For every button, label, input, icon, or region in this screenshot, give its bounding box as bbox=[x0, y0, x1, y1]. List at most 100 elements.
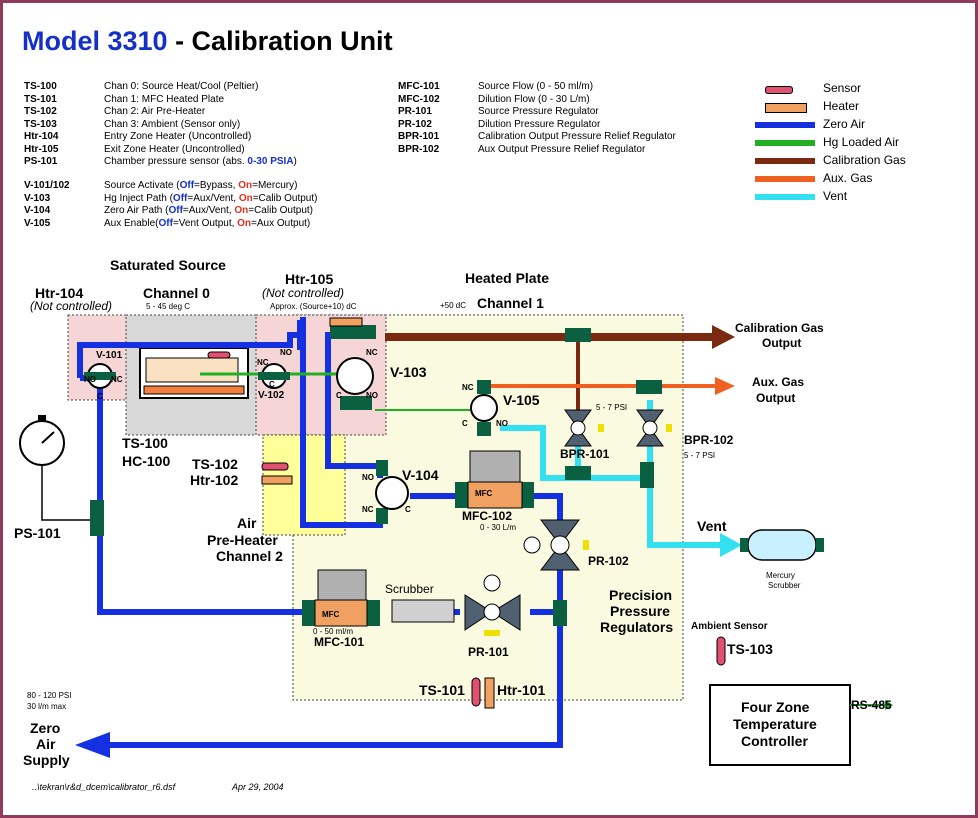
mercury-scrubber-cap-left bbox=[740, 538, 748, 552]
legend-off: Off bbox=[168, 205, 183, 216]
label-ctrl-3: Controller bbox=[741, 733, 808, 749]
legend-desc: Aux Enable( bbox=[104, 217, 159, 229]
legend-desc: =Aux/Vent, bbox=[182, 205, 235, 216]
legend-highlight: 0-30 PSIA bbox=[247, 156, 294, 167]
valve-v104[interactable] bbox=[375, 460, 409, 524]
label-ambient-sensor: Ambient Sensor bbox=[691, 621, 768, 632]
valve-v105[interactable] bbox=[470, 380, 498, 436]
label-bpr101: BPR-101 bbox=[560, 447, 610, 461]
pr102-regulator[interactable] bbox=[523, 519, 589, 571]
mercury-scrubber-cap-right bbox=[816, 538, 824, 552]
legend-desc: =Calib Output) bbox=[252, 192, 318, 204]
legend-on: On bbox=[238, 180, 253, 191]
label-pressure: Pressure bbox=[610, 603, 670, 619]
label-htr104: Htr-104 bbox=[35, 285, 83, 301]
legend-desc: Chamber pressure sensor (abs. bbox=[104, 156, 248, 167]
key-label: Hg Loaded Air bbox=[823, 135, 900, 149]
label-cal-out-1: Calibration Gas bbox=[735, 321, 824, 335]
line-swatch bbox=[755, 140, 815, 146]
label-precision: Precision bbox=[609, 587, 672, 603]
label-mercury-2: Scrubber bbox=[768, 581, 801, 590]
label-v101-c: C bbox=[97, 392, 103, 401]
label-saturated-source: Saturated Source bbox=[110, 257, 226, 273]
label-zero: Zero bbox=[30, 720, 60, 736]
heater-icon bbox=[765, 103, 807, 113]
aux-tee bbox=[636, 380, 662, 394]
legend-on: On bbox=[238, 192, 253, 204]
ps101-gauge bbox=[19, 415, 90, 521]
cal-tee bbox=[565, 328, 591, 342]
legend-sensors: TS-100 Chan 0: Source Heat/Cool (Peltier)… bbox=[24, 81, 297, 169]
label-ctrl-1: Four Zone bbox=[741, 699, 810, 715]
legend-id: PR-101 bbox=[398, 106, 432, 117]
legend-id: TS-102 bbox=[24, 106, 57, 117]
legend-desc: Chan 2: Air Pre-Heater bbox=[104, 106, 206, 117]
legend-desc: Hg Inject Path ( bbox=[104, 192, 173, 204]
legend-desc: Source Activate ( bbox=[104, 180, 180, 191]
htr105-heater-icon bbox=[329, 317, 363, 327]
regulator-tee bbox=[553, 600, 567, 626]
label-bpr102: BPR-102 bbox=[684, 433, 734, 447]
label-vent: Vent bbox=[697, 518, 727, 534]
legend-desc: =Vent Output, bbox=[172, 217, 238, 229]
bpr101-regulator[interactable] bbox=[564, 409, 604, 447]
label-v101-no: NO bbox=[84, 375, 96, 384]
legend-desc: Source Pressure Regulator bbox=[478, 106, 599, 117]
label-bpr102-psi: 5 - 7 PSI bbox=[684, 451, 715, 460]
legend-desc: Chan 0: Source Heat/Cool (Peltier) bbox=[104, 81, 259, 92]
label-mfc101: MFC-101 bbox=[314, 635, 364, 649]
label-channel0: Channel 0 bbox=[143, 285, 210, 301]
valve-v102[interactable] bbox=[258, 363, 290, 389]
mfc102[interactable] bbox=[455, 450, 534, 509]
mfc101[interactable] bbox=[302, 569, 380, 627]
line-swatch bbox=[755, 158, 815, 164]
label-mfc101-body: MFC bbox=[322, 610, 340, 619]
source-cell bbox=[145, 357, 239, 383]
ts103-sensor-icon bbox=[716, 636, 726, 666]
ts100-sensor-icon bbox=[207, 351, 231, 359]
bpr102-regulator[interactable] bbox=[636, 409, 672, 447]
legend-id: TS-103 bbox=[24, 118, 57, 130]
aux-gas-arrow bbox=[715, 377, 735, 395]
label-v102-nc: NC bbox=[257, 358, 269, 367]
label-ctrl-2: Temperature bbox=[733, 716, 817, 732]
label-mfc102-range: 0 - 30 L/m bbox=[480, 523, 516, 532]
label-scrubber: Scrubber bbox=[385, 582, 434, 596]
label-mfc101-range: 0 - 50 ml/m bbox=[313, 627, 353, 636]
label-preheater: Pre-Heater bbox=[207, 532, 278, 548]
legend-on: On bbox=[234, 205, 249, 216]
htr102-heater-icon bbox=[261, 475, 293, 485]
valve-v103[interactable] bbox=[330, 325, 376, 410]
legend-desc: Dilution Pressure Regulator bbox=[478, 118, 601, 130]
label-mercury-1: Mercury bbox=[766, 571, 795, 580]
peltier-heater bbox=[143, 385, 245, 395]
ps101-tee bbox=[90, 500, 104, 536]
legend-id: PS-101 bbox=[24, 156, 58, 167]
valve-v101[interactable] bbox=[84, 363, 116, 389]
legend-id: V-103 bbox=[24, 192, 51, 204]
label-ts102: TS-102 bbox=[192, 456, 238, 472]
legend-row: TS-102 Chan 2: Air Pre-Heater bbox=[24, 106, 297, 119]
label-regulators: Regulators bbox=[600, 619, 673, 635]
label-ts103: TS-103 bbox=[727, 641, 773, 657]
legend-desc: =Mercury) bbox=[252, 180, 298, 191]
legend-desc: =Aux Output) bbox=[251, 217, 311, 229]
label-channel2: Channel 2 bbox=[216, 548, 283, 564]
legend-id: TS-100 bbox=[24, 81, 57, 92]
legend-desc: Zero Air Path ( bbox=[104, 205, 169, 216]
pr101-regulator[interactable] bbox=[464, 574, 521, 636]
legend-row: PR-102 Dilution Pressure Regulator bbox=[398, 119, 676, 132]
ts102-sensor-icon bbox=[261, 462, 289, 471]
label-v101-nc: NC bbox=[111, 375, 123, 384]
label-htr102: Htr-102 bbox=[190, 472, 238, 488]
label-heated-plate: Heated Plate bbox=[465, 270, 549, 286]
label-air: Air bbox=[237, 515, 257, 531]
scrubber bbox=[391, 599, 455, 623]
legend-id: PR-102 bbox=[398, 118, 432, 130]
key-label: Aux. Gas bbox=[823, 171, 873, 185]
